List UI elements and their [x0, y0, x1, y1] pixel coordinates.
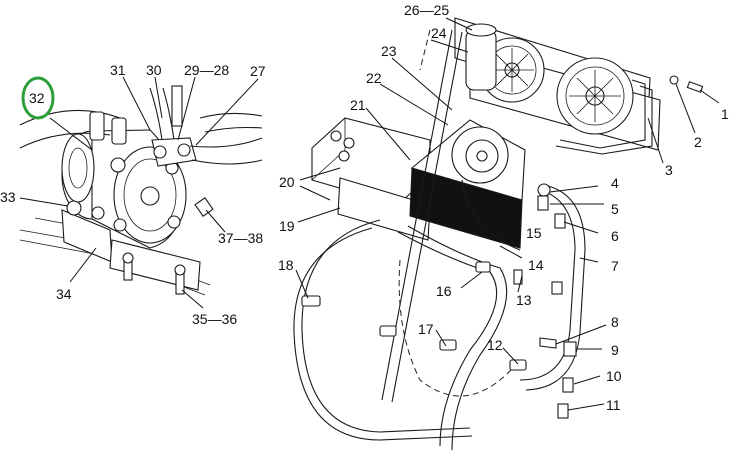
compressor-assembly	[19, 85, 263, 296]
callout-17: 17	[418, 321, 434, 337]
callout-4: 4	[611, 175, 619, 191]
callout-3: 3	[665, 162, 673, 178]
callout-20: 20	[279, 174, 295, 190]
callout-30: 30	[146, 62, 162, 78]
callout-7: 7	[611, 258, 619, 274]
callout-9: 9	[611, 342, 619, 358]
callout-35-36: 35—36	[192, 311, 237, 327]
callout-1: 1	[721, 106, 729, 122]
callout-6: 6	[611, 228, 619, 244]
callout-33: 33	[0, 189, 16, 205]
callout-18: 18	[278, 257, 294, 273]
callout-19: 19	[279, 218, 295, 234]
callout-5: 5	[611, 201, 619, 217]
callout-15: 15	[526, 225, 542, 241]
callout-34: 34	[56, 286, 72, 302]
callout-31: 31	[110, 62, 126, 78]
callout-16: 16	[436, 283, 452, 299]
leader-lines	[19, 17, 720, 411]
callout-37-38: 37—38	[218, 230, 263, 246]
callout-10: 10	[606, 368, 622, 384]
condenser-fan-assembly	[454, 17, 704, 155]
callout-13: 13	[516, 292, 532, 308]
callout-27: 27	[250, 63, 266, 79]
callout-22: 22	[366, 70, 382, 86]
evaporator-assembly	[293, 29, 586, 451]
callout-11: 11	[606, 397, 621, 413]
callout-21: 21	[350, 97, 366, 113]
callout-23: 23	[381, 43, 397, 59]
callout-26-25: 26—25	[404, 2, 449, 18]
callout-29-28: 29—28	[184, 62, 229, 78]
callout-labels: 1 2 3 4 5 6 7 8 9 10 11 12 13 14 15 16 1…	[0, 2, 729, 413]
callout-32: 32	[29, 90, 45, 106]
callout-8: 8	[611, 314, 619, 330]
callout-2: 2	[694, 134, 702, 150]
callout-12: 12	[487, 337, 503, 353]
callout-14: 14	[528, 257, 544, 273]
highlight-circle	[21, 76, 55, 120]
callout-24: 24	[431, 25, 447, 41]
